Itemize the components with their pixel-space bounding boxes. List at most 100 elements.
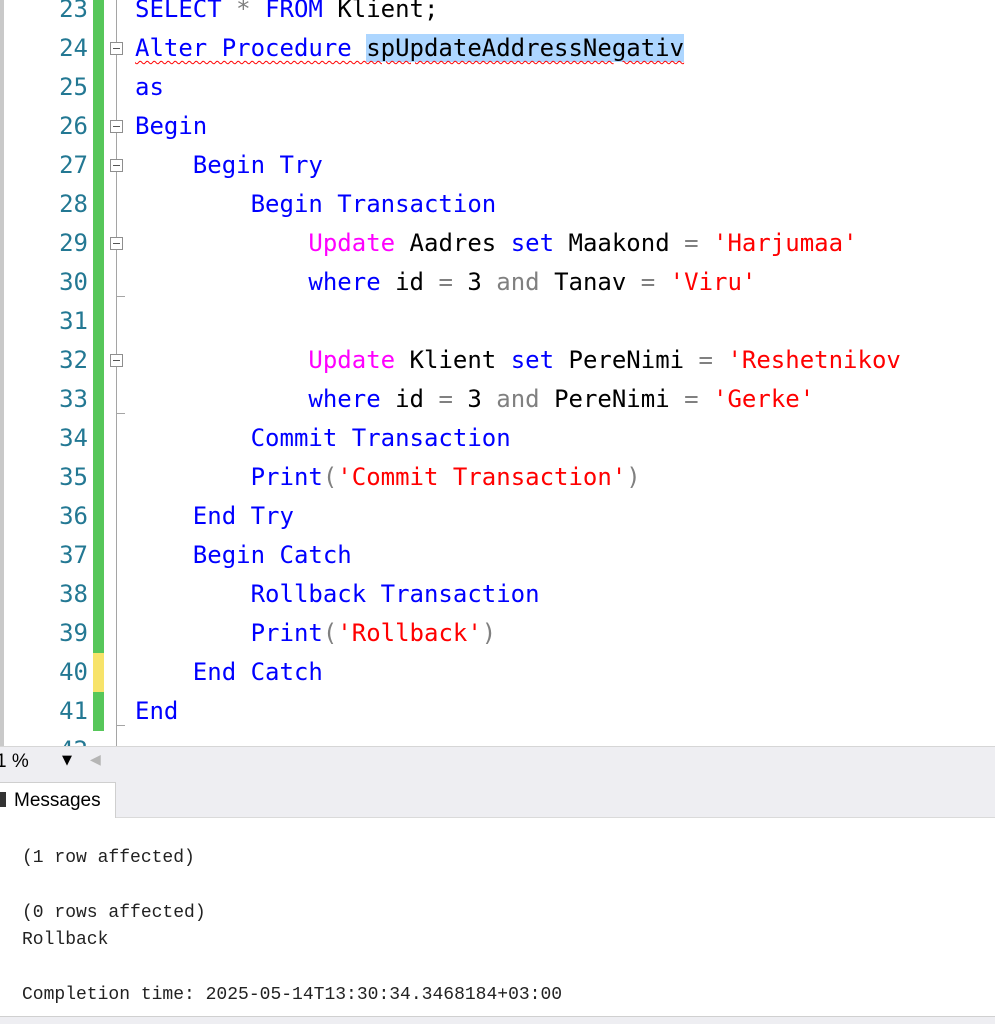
code-text: Alter Procedure spUpdateAddressNegativ [135,29,685,68]
zoom-level[interactable]: 1 % [0,751,29,772]
code-token [135,463,251,491]
code-line[interactable]: 36 End Try [0,497,995,536]
change-marker [93,575,104,614]
code-text: End Try [135,497,294,536]
tab-messages[interactable]: Messages [0,782,116,818]
bottom-status-bar [0,1016,995,1024]
code-line[interactable]: 31 [0,302,995,341]
change-marker [93,0,104,29]
change-marker [93,185,104,224]
code-token: 'Harjumaa' [713,229,858,257]
outline-guide [116,0,117,746]
code-line[interactable]: 37 Begin Catch [0,536,995,575]
code-token [135,151,193,179]
fold-end-tick [116,296,125,297]
results-tab-strip: Messages [0,780,995,818]
code-text: Begin Try [135,146,323,185]
collapse-icon[interactable] [110,354,123,367]
code-token: Update [308,229,410,257]
code-token: 3 [467,268,497,296]
collapse-icon[interactable] [110,120,123,133]
code-line[interactable]: 38 Rollback Transaction [0,575,995,614]
code-token: = [684,229,713,257]
code-token: Commit Transaction [250,424,511,452]
line-number: 26 [59,112,88,140]
code-token [135,229,308,257]
change-marker [93,497,104,536]
code-token: ( [322,463,338,491]
code-line[interactable]: 33 where id = 3 and PereNimi = 'Gerke' [0,380,995,419]
code-token [135,385,308,413]
code-token: where [308,385,396,413]
code-token: * [236,0,266,23]
code-token: Print [250,463,323,491]
tab-messages-label: Messages [14,790,101,811]
code-line[interactable]: 24 Alter Procedure spUpdateAddressNegativ [0,29,995,68]
change-marker [93,29,104,68]
code-line[interactable]: 30 where id = 3 and Tanav = 'Viru' [0,263,995,302]
code-token: End Try [192,502,294,530]
code-line[interactable]: 35 Print('Commit Transaction') [0,458,995,497]
code-token: PereNimi [568,346,699,374]
change-marker [93,107,104,146]
line-number: 39 [59,619,88,647]
code-token: Update [308,346,410,374]
code-line[interactable]: 26 Begin [0,107,995,146]
gutter-edge [0,0,4,746]
fold-end-tick [116,725,125,726]
collapse-icon[interactable] [110,237,123,250]
code-text: SELECT * FROM Klient; [135,0,438,29]
code-token: Begin [135,112,208,140]
message-line: (1 row affected) [22,848,195,868]
code-text: Begin Catch [135,536,352,575]
code-token [135,541,193,569]
code-token: Klient [409,346,511,374]
line-number: 24 [59,34,88,62]
code-token [135,502,193,530]
zoom-dropdown-icon[interactable]: ▼ [62,753,72,768]
code-line[interactable]: 27 Begin Try [0,146,995,185]
messages-pane[interactable]: (1 row affected) (0 rows affected) Rollb… [0,818,995,1016]
code-line[interactable]: 40 End Catch [0,653,995,692]
code-line[interactable]: 28 Begin Transaction [0,185,995,224]
code-line[interactable]: 34 Commit Transaction [0,419,995,458]
code-line[interactable]: 29 Update Aadres set Maakond = 'Harjumaa… [0,224,995,263]
line-number: 40 [59,658,88,686]
code-token: = [438,268,468,296]
change-marker [93,224,104,263]
code-line[interactable]: 42 [0,731,995,746]
code-token: ( [322,619,338,647]
code-token [135,424,251,452]
code-token: set [510,346,569,374]
collapse-icon[interactable] [110,42,123,55]
code-token: ) [481,619,497,647]
code-token: 'Viru' [669,268,757,296]
change-marker [93,341,104,380]
code-line[interactable]: 32 Update Klient set PereNimi = 'Reshetn… [0,341,995,380]
code-token: = [438,385,468,413]
change-marker [93,146,104,185]
line-number: 25 [59,73,88,101]
code-token: spUpdateAddressNegativ [366,34,685,62]
code-text: where id = 3 and PereNimi = 'Gerke' [135,380,814,419]
code-token: Klient; [337,0,439,23]
code-token [135,346,308,374]
code-token: and [496,385,555,413]
scroll-left-icon[interactable]: ◀ [90,752,101,768]
line-number: 23 [59,0,88,23]
code-text: Rollback Transaction [135,575,540,614]
code-editor[interactable]: 23 SELECT * FROM Klient; 24 Alter Procedure… [0,0,995,746]
code-token: Maakond [568,229,685,257]
code-line[interactable]: 39 Print('Rollback') [0,614,995,653]
code-text: Update Aadres set Maakond = 'Harjumaa' [135,224,858,263]
line-number: 28 [59,190,88,218]
code-line[interactable]: 23 SELECT * FROM Klient; [0,0,995,29]
code-token: FROM [265,0,338,23]
collapse-icon[interactable] [110,159,123,172]
code-token: 'Commit Transaction' [337,463,627,491]
message-line: (0 rows affected) [22,903,206,923]
code-token: Print [250,619,323,647]
code-text: Begin Transaction [135,185,497,224]
